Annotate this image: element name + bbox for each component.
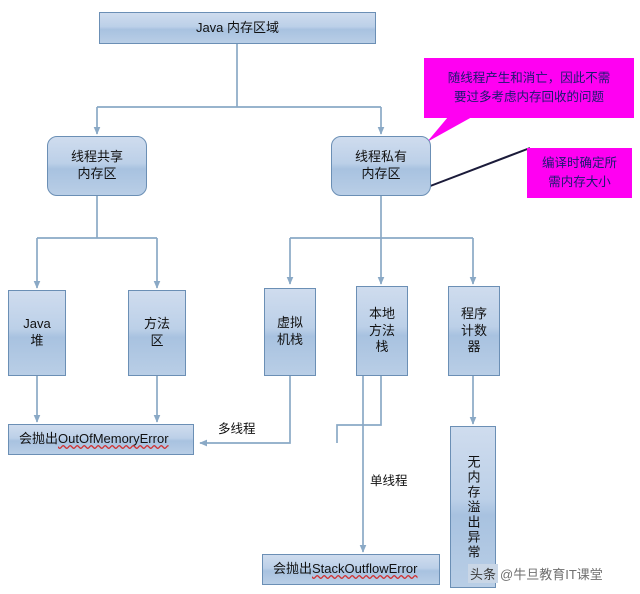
no-oom-note-label: 无内存溢出异常 xyxy=(465,454,481,560)
node-thread-private-memory[interactable]: 线程私有 内存区 xyxy=(331,136,431,196)
oom-error-text: OutOfMemoryError xyxy=(58,431,169,447)
edge-label-single-thread: 单线程 xyxy=(370,474,408,488)
node-no-oom-note[interactable]: 无内存溢出异常 xyxy=(450,426,496,588)
soe-prefix: 会抛出 xyxy=(273,561,313,577)
node-java-heap[interactable]: Java 堆 xyxy=(8,290,66,376)
soe-error-text: StackOutflowError xyxy=(312,561,418,577)
callout-gc-note[interactable]: 随线程产生和消亡，因此不需 要过多考虑内存回收的问题 xyxy=(424,58,634,118)
callout-tail xyxy=(427,117,472,142)
watermark-badge: 头条 xyxy=(468,564,499,583)
node-method-area[interactable]: 方法 区 xyxy=(128,290,186,376)
oom-prefix: 会抛出 xyxy=(19,431,59,447)
node-out-of-memory-error[interactable]: 会抛出 OutOfMemoryError xyxy=(8,424,194,455)
node-vm-stack[interactable]: 虚拟 机栈 xyxy=(264,288,316,376)
node-native-method-stack[interactable]: 本地 方法 栈 xyxy=(356,286,408,376)
node-program-counter[interactable]: 程序 计数 器 xyxy=(448,286,500,376)
callout-compile-time-note[interactable]: 编译时确定所 需内存大小 xyxy=(527,148,632,198)
node-stack-outflow-error[interactable]: 会抛出 StackOutflowError xyxy=(262,554,440,585)
node-java-memory-area[interactable]: Java 内存区域 xyxy=(99,12,376,44)
callout-leader-line xyxy=(424,147,531,189)
watermark-text: @牛旦教育IT课堂 xyxy=(500,567,603,582)
watermark: 头条 @牛旦教育IT课堂 xyxy=(468,564,603,583)
edge-label-multi-thread: 多线程 xyxy=(218,422,256,436)
node-thread-shared-memory[interactable]: 线程共享 内存区 xyxy=(47,136,147,196)
